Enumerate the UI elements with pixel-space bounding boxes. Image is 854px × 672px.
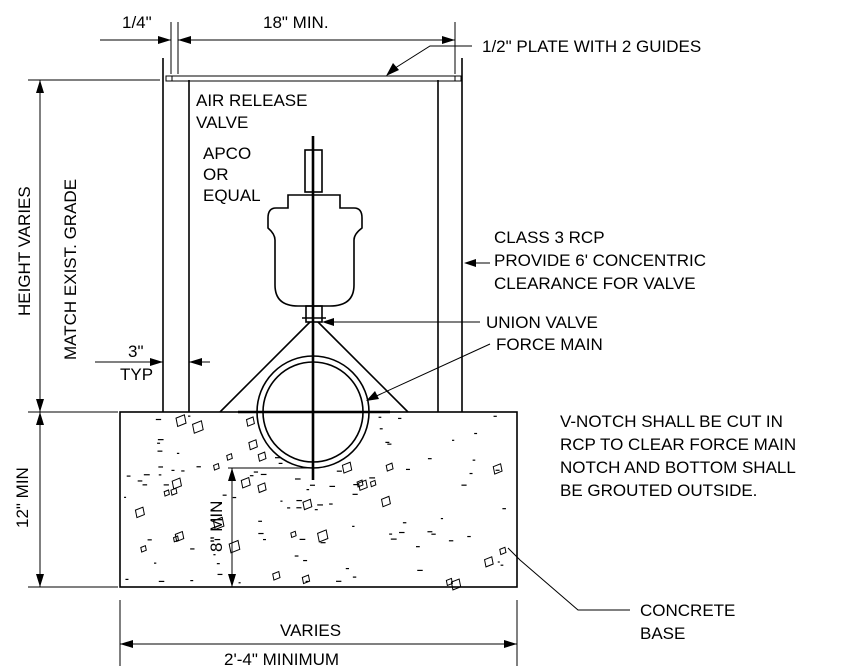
aggregate-stone <box>228 539 241 554</box>
aggregate-stone <box>301 574 311 585</box>
aggregate-stone <box>171 477 183 490</box>
apco-label-2: OR <box>203 165 229 184</box>
base-depth-dimension <box>28 411 118 588</box>
v-notch-support <box>219 321 409 413</box>
aggregate-stone <box>248 439 258 451</box>
aggregate-stone <box>483 556 494 568</box>
union-leader <box>322 318 480 326</box>
aggregate-stone <box>245 416 255 427</box>
aggregate-stone <box>499 546 507 556</box>
aggregate-stone <box>191 420 204 434</box>
aggregate-stone <box>175 414 187 428</box>
aggregate-stone <box>140 544 147 553</box>
plate-label: 1/2" PLATE WITH 2 GUIDES <box>482 37 701 56</box>
apco-label-1: APCO <box>203 144 251 163</box>
aggregate-stone <box>134 506 145 519</box>
base-leader <box>507 547 630 611</box>
top-plate <box>165 75 462 82</box>
rcp-leader <box>464 259 490 267</box>
aggregate-stone <box>226 452 233 461</box>
aggregate-stone <box>257 451 267 462</box>
aggregate-stone <box>240 476 251 489</box>
base-label-2: BASE <box>640 624 685 643</box>
air-release-valve <box>267 136 363 480</box>
aggregate-stone <box>302 498 313 511</box>
dim-base-width-min: 2'-4" MINIMUM <box>224 650 339 669</box>
wall-dimension <box>95 358 210 366</box>
dim-grade: MATCH EXIST. GRADE <box>61 179 80 360</box>
notch-note-2: RCP TO CLEAR FORCE MAIN <box>560 435 796 454</box>
aggregate-stone <box>213 462 220 471</box>
aggregate-stone <box>163 489 170 497</box>
concrete-base <box>119 411 518 588</box>
aggregate-stone <box>290 530 297 539</box>
notch-note-3: NOTCH AND BOTTOM SHALL <box>560 458 796 477</box>
plate-leader <box>386 45 472 76</box>
aggregate-stone <box>212 516 225 531</box>
aggregate-stone <box>385 462 394 472</box>
base-label-1: CONCRETE <box>640 601 735 620</box>
aggregate-stone <box>380 495 391 508</box>
valve-label-2: VALVE <box>196 113 248 132</box>
aggregate-stone <box>257 482 267 494</box>
rcp-label-2: PROVIDE 6' CONCENTRIC <box>494 251 706 270</box>
force-main-pipe <box>238 355 390 469</box>
union-label-1: UNION VALVE <box>486 313 598 332</box>
valve-label-1: AIR RELEASE <box>196 91 308 110</box>
dim-base-depth: 12" MIN <box>13 467 32 528</box>
rcp-label-3: CLEARANCE FOR VALVE <box>494 274 696 293</box>
notch-note-4: BE GROUTED OUTSIDE. <box>560 481 757 500</box>
apco-label-3: EQUAL <box>203 186 261 205</box>
notch-note-1: V-NOTCH SHALL BE CUT IN <box>560 412 783 431</box>
dim-wall-typ: TYP <box>120 365 153 384</box>
dim-width-min: 18" MIN. <box>263 13 329 32</box>
concrete-aggregate <box>124 414 507 591</box>
height-dimension <box>28 79 160 412</box>
top-dimensions <box>100 22 456 74</box>
union-label-2: FORCE MAIN <box>496 335 603 354</box>
aggregate-stone <box>272 570 281 581</box>
dim-cover: 8" MIN <box>207 501 226 552</box>
aggregate-stone <box>356 479 364 488</box>
dim-plate-gap: 1/4" <box>122 13 152 32</box>
aggregate-stone <box>445 577 453 587</box>
aggregate-stone <box>357 479 368 492</box>
aggregate-stone <box>172 535 180 543</box>
aggregate-stone <box>174 530 185 543</box>
aggregate-stone <box>369 479 377 488</box>
aggregate-stone <box>450 578 462 591</box>
cover-dimension <box>228 467 308 587</box>
aggregate-stone <box>341 461 353 474</box>
rcp-walls <box>162 58 463 412</box>
dim-height: HEIGHT VARIES <box>15 186 34 316</box>
dim-base-width-varies: VARIES <box>280 621 341 640</box>
bottom-dimensions <box>119 600 518 666</box>
force-main-leader <box>366 343 491 401</box>
rcp-label-1: CLASS 3 RCP <box>494 228 605 247</box>
dim-wall: 3" <box>128 342 144 361</box>
aggregate-stone <box>492 463 503 475</box>
aggregate-stone <box>317 529 329 543</box>
